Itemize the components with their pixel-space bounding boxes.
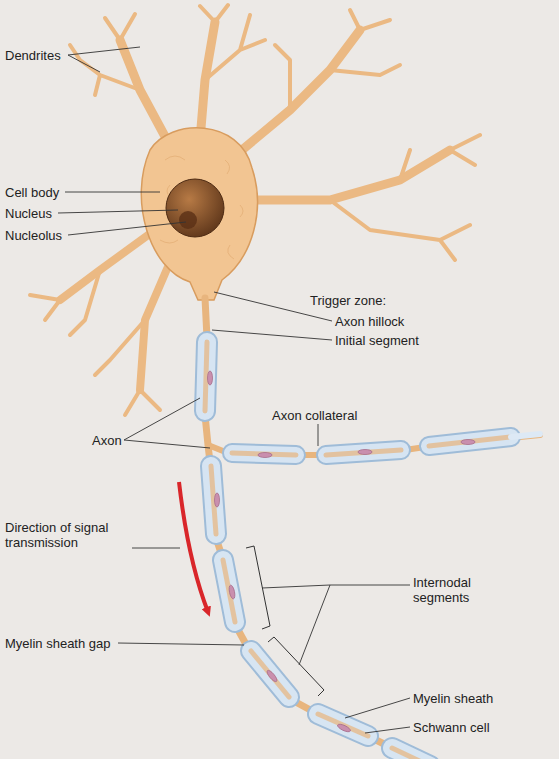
part-label: Initial segment [335, 333, 419, 348]
dendrites [30, 5, 480, 415]
dendrites [275, 10, 400, 110]
part-label: Nucleolus [5, 228, 62, 243]
nucleus [166, 179, 224, 237]
part-label: Myelin sheath [413, 691, 493, 706]
part-label: Nucleus [5, 206, 52, 221]
part-label: Direction of signal transmission [5, 520, 130, 550]
myelin-sheath [232, 437, 511, 455]
cytoplasm-texture [160, 156, 243, 259]
schwann-nuclei [461, 440, 475, 445]
dendrites [140, 262, 170, 390]
leader-lines [212, 330, 332, 340]
leader-lines [132, 548, 180, 549]
part-label: Axon hillock [335, 314, 404, 329]
axon [205, 298, 540, 759]
schwann-nuclei [208, 371, 213, 385]
part-label: Trigger zone: [310, 293, 386, 308]
schwann-nuclei [258, 453, 272, 458]
myelin-sheath [205, 342, 511, 759]
dendrites [230, 30, 360, 160]
myelin-sheath [205, 342, 430, 759]
part-label: Dendrites [5, 48, 61, 63]
dendrites [95, 320, 160, 415]
cell-body [141, 128, 257, 300]
schwann-nuclei [358, 450, 372, 455]
myelin-sheath [232, 437, 511, 455]
leader-lines [318, 424, 319, 446]
part-label: Schwann cell [413, 720, 490, 735]
leader-lines [68, 222, 186, 235]
internodal-brackets [246, 546, 324, 696]
myelin-sheath [205, 342, 430, 759]
part-label: Internodal segments [413, 575, 503, 605]
direction-arrow [179, 482, 208, 612]
leader-lines [68, 47, 140, 72]
dendrites [60, 230, 155, 300]
schwann-nuclei [215, 493, 220, 507]
leader-lines [124, 398, 210, 448]
part-label: Myelin sheath gap [5, 636, 111, 651]
myelin-sheath [232, 437, 511, 455]
cytoplasm-texture [160, 156, 243, 259]
internodal-brackets [268, 637, 324, 696]
schwann-nuclei [208, 371, 476, 733]
part-label: Cell body [5, 185, 59, 200]
myelin-sheath [205, 342, 511, 759]
dendrites [330, 135, 480, 260]
schwann-nuclei [228, 585, 236, 600]
dendrites [30, 270, 100, 335]
leader-lines [262, 585, 410, 665]
axon [208, 435, 540, 455]
leader-lines [345, 698, 410, 718]
myelin-sheath [205, 342, 430, 759]
leader-lines [58, 210, 178, 213]
schwann-nuclei [266, 669, 279, 683]
nucleolus [179, 211, 197, 229]
axon [205, 298, 420, 759]
axon-terminal [511, 434, 540, 437]
myelin-sheath [205, 342, 511, 759]
part-label: Axon [92, 433, 122, 448]
leader-lines [118, 643, 244, 645]
dendrites [200, 22, 215, 140]
leader-lines [365, 727, 410, 733]
schwann-nuclei [337, 723, 352, 733]
leader-lines [65, 192, 160, 193]
myelin-sheath [205, 342, 511, 759]
leader-lines [58, 47, 410, 733]
dendrites [200, 5, 265, 80]
dendrites [250, 150, 450, 200]
part-label: Axon collateral [272, 408, 357, 423]
dendrites [70, 14, 140, 95]
